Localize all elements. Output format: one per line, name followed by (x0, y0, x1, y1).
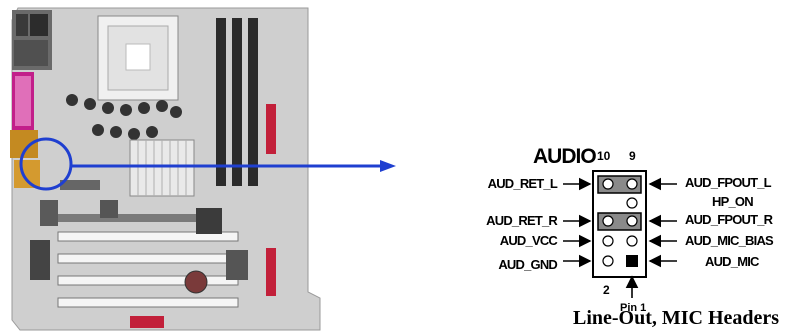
label-aud-gnd: AUD_GND (498, 257, 557, 272)
pin-label-2: 2 (603, 283, 610, 297)
figure-caption: Line-Out, MIC Headers (573, 307, 780, 329)
label-aud-ret-r: AUD_RET_R (486, 213, 558, 228)
label-aud-fpout-l: AUD_FPOUT_L (685, 175, 772, 190)
pin-2 (602, 255, 614, 267)
label-aud-mic: AUD_MIC (705, 254, 759, 269)
pin-column-label-9: 9 (629, 149, 636, 163)
pin-5 (626, 215, 638, 227)
pin-1-square (626, 255, 638, 267)
label-aud-mic-bias: AUD_MIC_BIAS (685, 233, 774, 248)
pin-3 (626, 235, 638, 247)
pin-10 (602, 178, 614, 190)
pin-6 (602, 215, 614, 227)
label-aud-fpout-r: AUD_FPOUT_R (685, 212, 773, 227)
callout-circle (19, 137, 73, 191)
label-aud-vcc: AUD_VCC (499, 233, 558, 248)
arrow-head (380, 160, 396, 172)
pin-4 (602, 235, 614, 247)
pin-1-label: Pin 1 (620, 302, 647, 314)
motherboard-image (0, 0, 340, 333)
pin-7 (626, 197, 638, 209)
pin-column-label-10: 10 (597, 149, 611, 163)
label-aud-ret-l: AUD_RET_L (487, 176, 558, 191)
pin-9 (626, 178, 638, 190)
label-hp-on: HP_ON (712, 194, 754, 209)
header-title: AUDIO (533, 145, 597, 168)
